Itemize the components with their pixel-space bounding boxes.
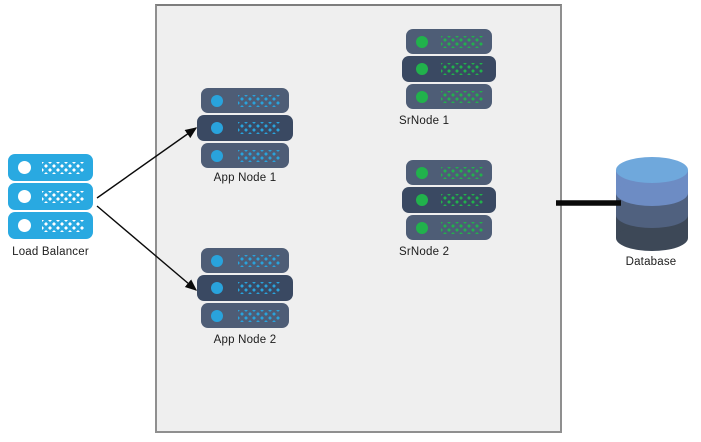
server-row bbox=[201, 248, 289, 273]
led-dot bbox=[211, 122, 223, 134]
led-dot bbox=[416, 221, 428, 234]
app-node-2-label: App Node 2 bbox=[213, 334, 277, 346]
dot-matrix-icon bbox=[238, 149, 280, 162]
led-dot bbox=[416, 35, 428, 48]
dot-matrix-icon bbox=[238, 282, 280, 294]
led-dot bbox=[416, 63, 428, 75]
server-row bbox=[406, 160, 492, 185]
app-node-2-icon bbox=[197, 248, 293, 328]
load-balancer-label: Load Balancer bbox=[12, 246, 89, 258]
server-row bbox=[8, 212, 93, 239]
led-dot bbox=[211, 282, 223, 294]
dot-matrix-icon bbox=[441, 166, 483, 179]
app-node-1-icon bbox=[197, 88, 293, 168]
led-dot bbox=[211, 309, 223, 322]
dot-matrix-icon bbox=[238, 254, 280, 267]
led-dot bbox=[416, 90, 428, 103]
dot-matrix-icon bbox=[441, 194, 483, 206]
led-dot bbox=[416, 166, 428, 179]
led-dot bbox=[211, 94, 223, 107]
led-dot bbox=[18, 190, 31, 203]
dot-matrix-icon bbox=[238, 122, 280, 134]
dot-matrix-icon bbox=[42, 219, 84, 232]
dot-matrix-icon bbox=[42, 190, 84, 203]
led-dot bbox=[211, 149, 223, 162]
led-dot bbox=[18, 161, 31, 174]
server-row bbox=[8, 183, 93, 210]
server-row bbox=[406, 215, 492, 240]
dot-matrix-icon bbox=[441, 63, 483, 75]
server-row bbox=[406, 29, 492, 54]
database-label: Database bbox=[625, 256, 677, 268]
server-row bbox=[197, 115, 293, 141]
led-dot bbox=[211, 254, 223, 267]
dot-matrix-icon bbox=[441, 90, 483, 103]
boundary-box bbox=[155, 4, 562, 433]
app-node-1-label: App Node 1 bbox=[213, 172, 277, 184]
database-icon bbox=[614, 156, 690, 257]
dot-matrix-icon bbox=[238, 309, 280, 322]
dot-matrix-icon bbox=[42, 161, 84, 174]
sr-node-1-label: SrNode 1 bbox=[399, 115, 450, 127]
sr-node-2-label: SrNode 2 bbox=[399, 246, 450, 258]
led-dot bbox=[18, 219, 31, 232]
load-balancer-icon bbox=[8, 154, 93, 239]
dot-matrix-icon bbox=[441, 221, 483, 234]
dot-matrix-icon bbox=[441, 35, 483, 48]
server-row bbox=[8, 154, 93, 181]
led-dot bbox=[416, 194, 428, 206]
server-row bbox=[201, 88, 289, 113]
server-row bbox=[201, 303, 289, 328]
sr-node-2-icon bbox=[402, 160, 496, 240]
server-row bbox=[201, 143, 289, 168]
server-row bbox=[197, 275, 293, 301]
server-row bbox=[402, 187, 496, 213]
sr-node-1-icon bbox=[402, 29, 496, 109]
server-row bbox=[402, 56, 496, 82]
server-row bbox=[406, 84, 492, 109]
dot-matrix-icon bbox=[238, 94, 280, 107]
